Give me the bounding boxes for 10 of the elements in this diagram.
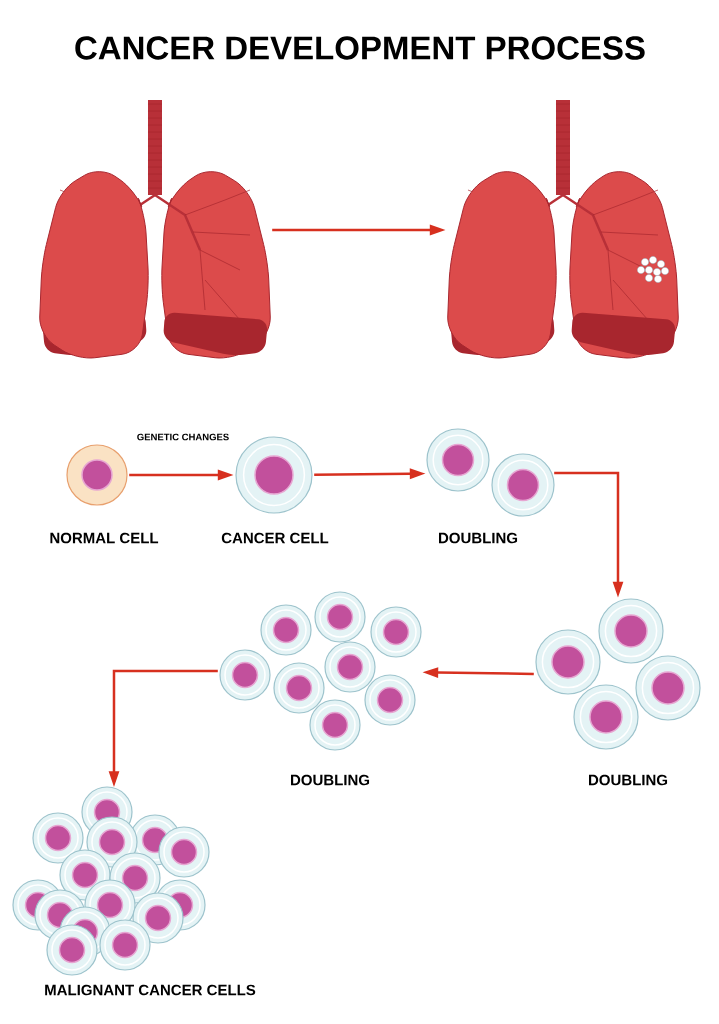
cell-label: DOUBLING bbox=[439, 532, 518, 544]
cell-label: DOUBLING bbox=[291, 774, 370, 786]
cell-label: NORMAL CELL bbox=[50, 532, 159, 544]
cell-label: MALIGNANT CANCER CELLS bbox=[45, 984, 256, 996]
edge-label: GENETIC CHANGES bbox=[135, 432, 231, 442]
cell-label: CANCER CELL bbox=[221, 532, 329, 544]
lungs-drawing bbox=[447, 100, 679, 359]
title: CANCER DEVELOPMENT PROCESS bbox=[75, 36, 645, 60]
cell-label: DOUBLING bbox=[589, 774, 668, 786]
lungs-drawing bbox=[39, 100, 271, 359]
